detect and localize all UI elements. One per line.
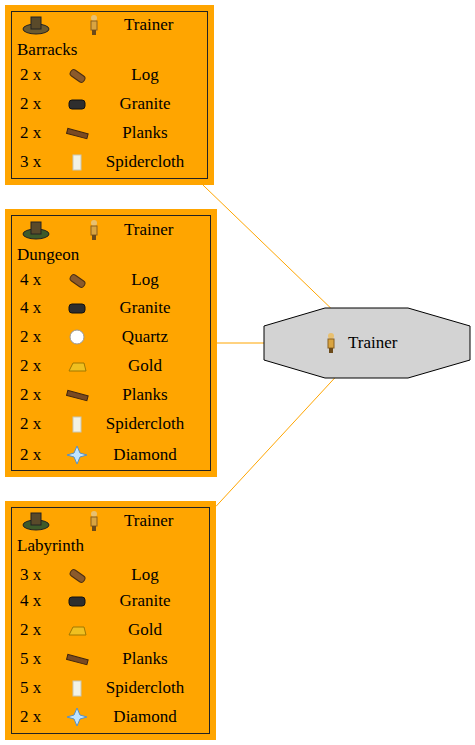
ware-name: Diamond (83, 445, 207, 465)
quantity: 3 x (20, 152, 41, 172)
quantity: 5 x (20, 678, 41, 698)
item-icon (83, 219, 105, 241)
item-icon (66, 413, 88, 435)
item-icon (66, 444, 88, 466)
ware-name: Granite (83, 94, 207, 114)
item-icon (66, 64, 88, 86)
worker-name: Trainer (124, 511, 173, 531)
quantity: 3 x (20, 565, 41, 585)
item-icon (83, 14, 105, 36)
item-icon (66, 122, 88, 144)
item-icon (66, 619, 88, 641)
item-icon (21, 12, 51, 36)
ware-name: Planks (83, 649, 207, 669)
ware-name: Diamond (83, 707, 207, 727)
ware-name: Quartz (83, 327, 207, 347)
building-box: TrainerLabyrinth 3 x Log 4 x Granite 2 x Gold 5… (5, 501, 216, 740)
item-icon (66, 706, 88, 728)
ware-name: Granite (83, 298, 207, 318)
item-icon (320, 332, 342, 354)
quantity: 2 x (20, 385, 41, 405)
item-icon (66, 677, 88, 699)
item-icon (66, 648, 88, 670)
ware-name: Planks (83, 123, 207, 143)
building-box: TrainerBarracks 2 x Log 2 x Granite 2 x Planks… (5, 5, 214, 185)
item-icon (66, 93, 88, 115)
worker-octagon: Trainer (264, 308, 470, 378)
ware-name: Spidercloth (83, 152, 207, 172)
quantity: 2 x (20, 445, 41, 465)
quantity: 2 x (20, 327, 41, 347)
item-icon (66, 326, 88, 348)
quantity: 2 x (20, 356, 41, 376)
item-icon (21, 508, 51, 532)
building-name: Dungeon (17, 245, 79, 265)
item-icon (83, 510, 105, 532)
building-box: TrainerDungeon 4 x Log 4 x Granite 2 x Quartz 2… (5, 209, 217, 477)
ware-name: Granite (83, 591, 207, 611)
quantity: 2 x (20, 94, 41, 114)
ware-name: Log (83, 565, 207, 585)
quantity: 4 x (20, 591, 41, 611)
ware-name: Planks (83, 385, 207, 405)
item-icon (66, 590, 88, 612)
quantity: 2 x (20, 620, 41, 640)
item-icon (66, 384, 88, 406)
item-icon (66, 355, 88, 377)
item-icon (66, 269, 88, 291)
quantity: 4 x (20, 298, 41, 318)
quantity: 4 x (20, 270, 41, 290)
connector-line (203, 185, 331, 308)
quantity: 2 x (20, 707, 41, 727)
worker-name: Trainer (124, 15, 173, 35)
ware-name: Gold (83, 356, 207, 376)
ware-name: Log (83, 65, 207, 85)
worker-name: Trainer (348, 333, 397, 353)
quantity: 5 x (20, 649, 41, 669)
quantity: 2 x (20, 414, 41, 434)
item-icon (66, 151, 88, 173)
item-icon (66, 564, 88, 586)
connector-line (216, 378, 335, 506)
item-icon (21, 217, 51, 241)
quantity: 2 x (20, 123, 41, 143)
building-name: Barracks (17, 40, 77, 60)
connector-line (217, 343, 264, 344)
ware-name: Gold (83, 620, 207, 640)
ware-name: Log (83, 270, 207, 290)
worker-name: Trainer (124, 220, 173, 240)
building-name: Labyrinth (17, 536, 84, 556)
ware-name: Spidercloth (83, 414, 207, 434)
quantity: 2 x (20, 65, 41, 85)
item-icon (66, 297, 88, 319)
ware-name: Spidercloth (83, 678, 207, 698)
